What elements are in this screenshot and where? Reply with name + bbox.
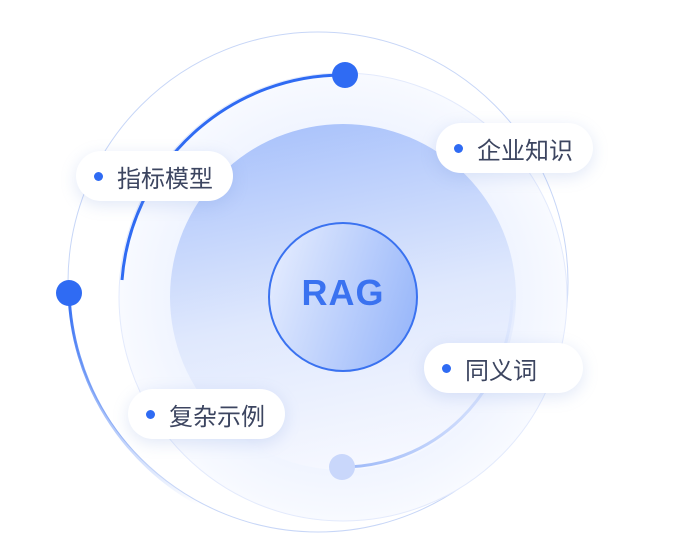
bullet-dot-icon bbox=[454, 143, 463, 153]
node-enterprise-knowledge[interactable]: 企业知识 bbox=[436, 123, 593, 173]
inner-arc bbox=[341, 299, 514, 469]
rag-label: RAG bbox=[301, 272, 385, 313]
left-orbit-dot bbox=[56, 280, 82, 306]
node-label: 复杂示例 bbox=[169, 402, 265, 431]
bullet-dot-icon bbox=[146, 409, 155, 419]
top-orbit-dot bbox=[332, 62, 358, 88]
node-metric-model[interactable]: 指标模型 bbox=[76, 151, 233, 201]
node-synonyms[interactable]: 同义词 bbox=[424, 343, 583, 393]
node-label: 指标模型 bbox=[117, 164, 213, 193]
node-label: 同义词 bbox=[465, 356, 537, 385]
node-complex-examples[interactable]: 复杂示例 bbox=[128, 389, 285, 439]
bullet-dot-icon bbox=[94, 171, 103, 181]
outer-active-arc bbox=[67, 292, 201, 507]
bottom-orbit-dot bbox=[329, 454, 355, 480]
node-label: 企业知识 bbox=[477, 136, 573, 165]
rag-core bbox=[268, 222, 418, 372]
bullet-dot-icon bbox=[442, 363, 451, 373]
active-arc bbox=[120, 73, 346, 281]
